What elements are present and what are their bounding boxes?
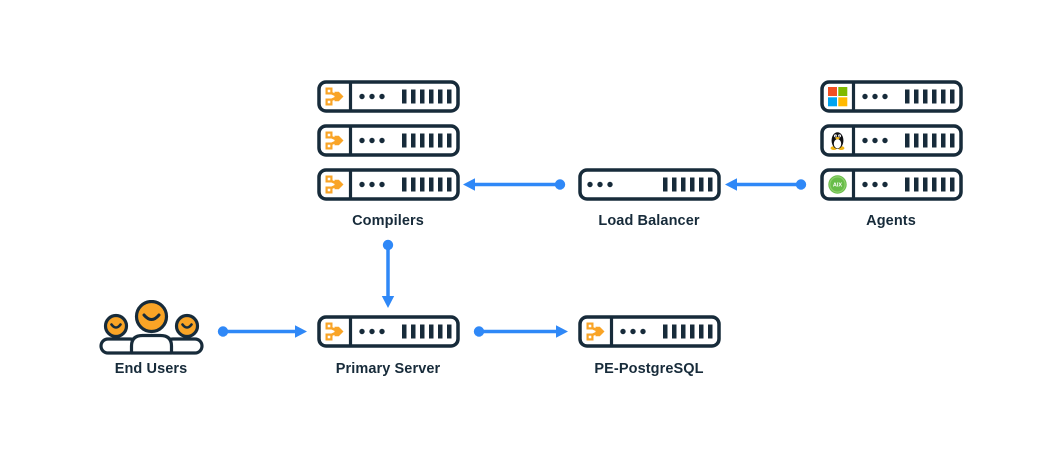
status-dots-icon bbox=[862, 93, 888, 100]
status-dots-icon bbox=[359, 181, 385, 188]
status-dots-icon bbox=[862, 137, 888, 144]
load-balancer-server bbox=[578, 168, 721, 201]
compiler-server-1 bbox=[317, 80, 460, 113]
primary-server-label: Primary Server bbox=[335, 361, 441, 377]
arrow-primary-server-to-pe-postgresql bbox=[473, 325, 568, 338]
status-dots-icon bbox=[359, 93, 385, 100]
status-dots-icon bbox=[359, 137, 385, 144]
compilers-label: Compilers bbox=[352, 213, 424, 229]
agent-server-linux bbox=[820, 124, 963, 157]
status-dots-icon bbox=[862, 181, 888, 188]
status-dots-icon bbox=[359, 328, 385, 335]
arrow-compilers-to-primary-server bbox=[381, 239, 395, 308]
load-balancer-label: Load Balancer bbox=[598, 213, 700, 229]
server-chassis bbox=[820, 80, 963, 113]
end-users-label: End Users bbox=[114, 361, 188, 377]
pe-postgresql-server bbox=[578, 315, 721, 348]
aix-icon bbox=[827, 174, 848, 195]
compiler-server-2 bbox=[317, 124, 460, 157]
status-dots-icon bbox=[587, 181, 613, 188]
arrow-agents-to-load-balancer bbox=[725, 178, 807, 191]
pe-postgresql-label: PE-PostgreSQL bbox=[594, 361, 704, 377]
compiler-server-3 bbox=[317, 168, 460, 201]
arrow-load-balancer-to-compilers bbox=[463, 178, 566, 191]
agents-label: Agents bbox=[866, 213, 916, 229]
agent-server-windows bbox=[820, 80, 963, 113]
primary-server bbox=[317, 315, 460, 348]
arrow-end-users-to-primary-server bbox=[217, 325, 307, 338]
agent-server-aix bbox=[820, 168, 963, 201]
status-dots-icon bbox=[620, 328, 646, 335]
end-users-icon bbox=[99, 300, 204, 355]
